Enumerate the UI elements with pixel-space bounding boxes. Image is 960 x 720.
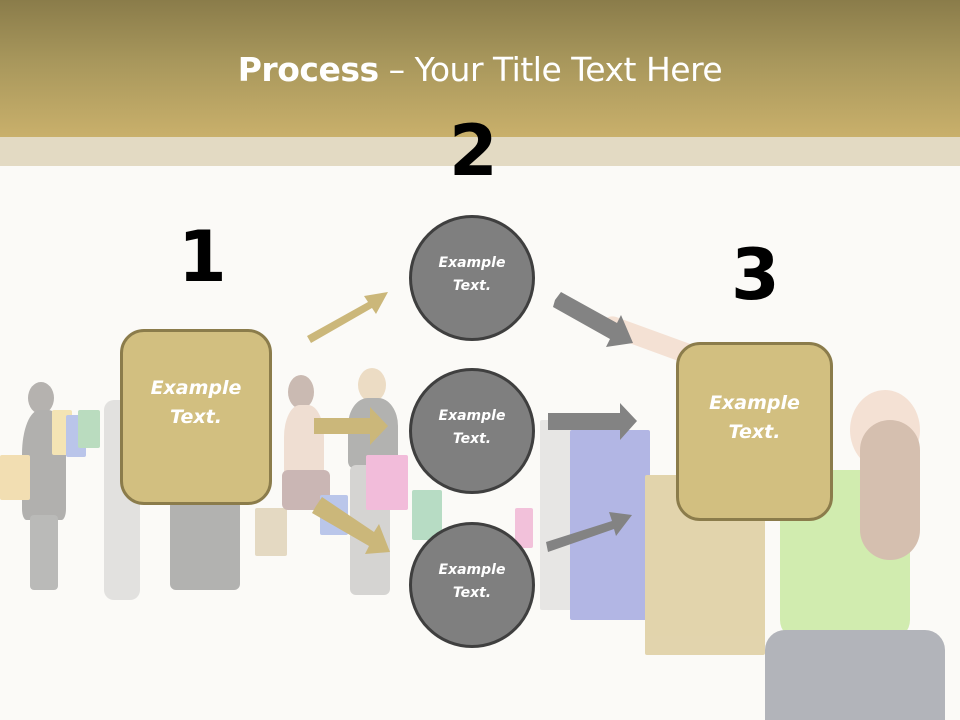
step-number-3: 3 (731, 234, 780, 316)
step3-text-line2: Text. (728, 420, 781, 443)
circle-bottom-line2: Text. (452, 585, 492, 601)
arrow-down-right-gray-icon (553, 292, 633, 347)
circle-middle-line1: Example (438, 408, 506, 424)
arrow-up-right-gray-icon (546, 512, 632, 552)
arrow-right-gray-icon (548, 403, 637, 440)
step2-circle-bottom[interactable]: Example Text. (409, 522, 535, 648)
step1-box[interactable]: Example Text. (120, 329, 272, 505)
arrow-down-right-icon (312, 497, 390, 554)
title-bold-part: Process (237, 50, 379, 89)
gray-arrows (546, 292, 637, 552)
background-shoppers-photo (0, 313, 960, 720)
step3-box[interactable]: Example Text. (676, 342, 833, 521)
step2-circle-top-text: Example Text. (439, 252, 506, 298)
gold-arrows (307, 292, 390, 554)
step1-text-line1: Example (150, 377, 242, 399)
step2-circle-bottom-text: Example Text. (439, 559, 506, 605)
step1-text: Example Text. (151, 374, 242, 432)
step2-circle-middle-text: Example Text. (439, 405, 506, 451)
step3-text-line1: Example (709, 391, 800, 414)
step2-circle-top[interactable]: Example Text. (409, 215, 535, 341)
circle-top-line2: Text. (452, 278, 492, 294)
step1-text-line2: Text. (170, 406, 222, 428)
title-rest: – Your Title Text Here (378, 50, 723, 89)
header-accent-band (0, 137, 960, 166)
step-number-2: 2 (449, 110, 498, 192)
slide-title[interactable]: Process – Your Title Text Here (0, 50, 960, 89)
arrow-right-icon (314, 407, 388, 445)
circle-middle-line2: Text. (452, 431, 492, 447)
circle-top-line1: Example (438, 255, 506, 271)
step2-circle-middle[interactable]: Example Text. (409, 368, 535, 494)
title-header-bar (0, 0, 960, 137)
arrow-up-right-icon (307, 292, 388, 343)
step3-text: Example Text. (709, 389, 800, 447)
step-number-1: 1 (178, 216, 227, 298)
circle-bottom-line1: Example (438, 562, 506, 578)
